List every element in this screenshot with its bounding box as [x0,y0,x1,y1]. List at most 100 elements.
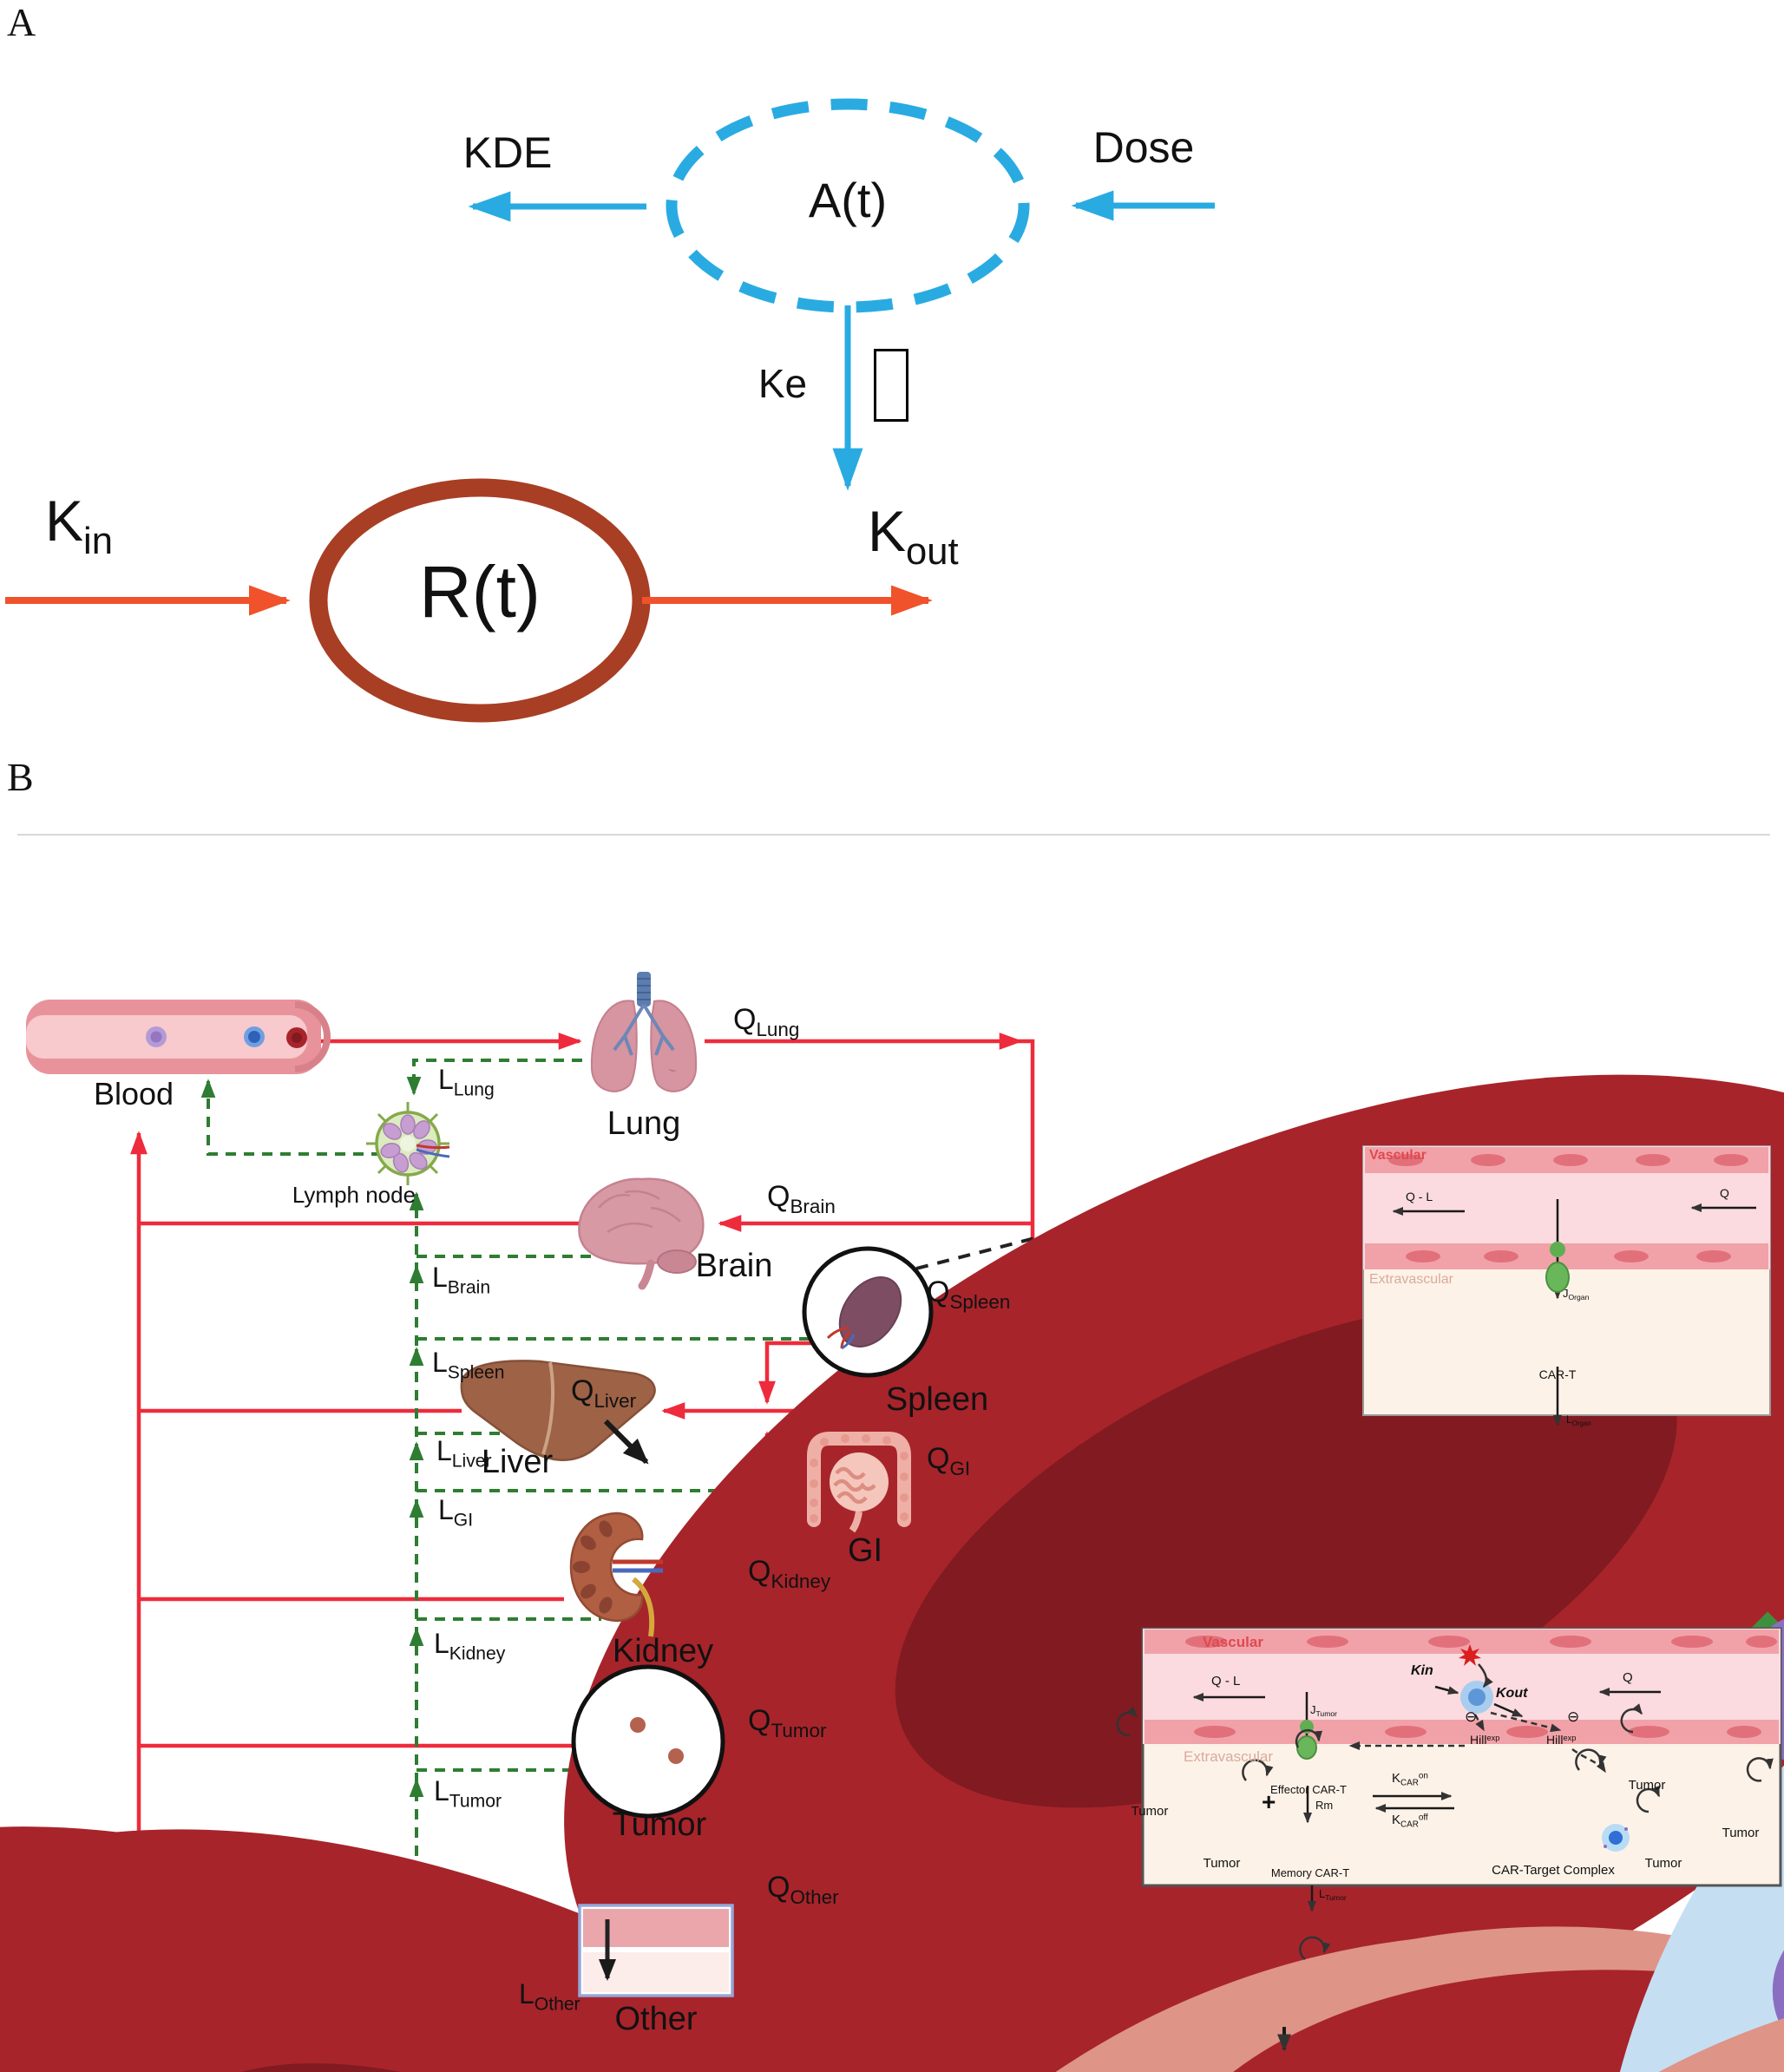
q-spleen-label: QSpleen [927,1275,1011,1313]
kin-target-cell [1460,1681,1493,1714]
lymph-node-illustration [366,1102,450,1185]
kin-arrow [1434,1685,1459,1695]
tumor-inset-extravascular-label: Extravascular [1184,1748,1273,1765]
gi-illustration [807,1432,911,1533]
tumor-inset-vascular-label: Vascular [1203,1634,1263,1650]
l-organ-label: LOrgan [1566,1413,1591,1427]
kidney-illustration [569,1511,663,1637]
spleen-outflow-line [758,1341,811,1405]
dose-label: Dose [1092,123,1195,172]
car-target-complex-label: CAR-Target Complex [1492,1863,1615,1878]
tumor-kill-sequence [1277,1936,1784,2072]
organ-inset-extravascular-label: Extravascular [1369,1272,1453,1287]
tumor-illustration [571,1664,1784,2072]
q-tumor-label: QTumor [748,1704,827,1741]
lymph-node-label: Lymph node [292,1182,416,1208]
l-lung-label: LLung [438,1064,495,1100]
self-renewal-arrow [1746,1757,1774,1782]
hill-label: Hillexp [1546,1733,1577,1747]
tumor-label: Tumor [612,1806,707,1843]
self-renewal-arrow [1242,1759,1274,1781]
l-liver-label: LLiver [436,1435,492,1472]
cytokine-star-icon [1459,1644,1481,1666]
effector-car-t-label: Effector CAR-T [1270,1783,1347,1796]
tumor-cell-label: Tumor [1203,1856,1241,1871]
kout-label: Kout [868,499,959,574]
j-tumor-label: JTumor [1310,1703,1337,1718]
lymph-to-blood-line [200,1079,382,1156]
ke-label: Ke [758,361,808,406]
liver-label: Liver [481,1444,554,1480]
q-gi-label: QGI [927,1442,971,1479]
organ-inset-q-label: Q [1720,1186,1729,1200]
l-brain-label: LBrain [432,1262,491,1298]
lung-label: Lung [607,1105,681,1142]
k-car-off-label: KCARoff [1392,1813,1428,1830]
kout-arrow [1493,1702,1524,1718]
q-other-label: QOther [767,1871,839,1908]
brain-illustration [578,1177,705,1290]
l-spleen-label: LSpleen [432,1347,505,1383]
q-liver-label: QLiver [571,1374,637,1412]
blood-label: Blood [93,1076,174,1111]
self-renewal-arrow [1299,1936,1331,1961]
r-compartment-ellipse [309,478,651,723]
panel-a-label: A [7,0,36,44]
tumor-inset [1116,1627,1784,2072]
l-lung-line [406,1059,582,1096]
other-label: Other [614,2001,698,2037]
kin-label: Kin [45,488,113,563]
a-compartment-ellipse [666,98,1030,313]
memory-car-t-label: Memory CAR-T [1270,1866,1350,1879]
self-renewal-arrow [1620,1703,1643,1734]
other-compartment [578,1904,734,1997]
transmigrating-car-t [1296,1735,1317,1760]
organ-inset [985,1145,1784,2072]
liver-illustration [460,1360,656,1461]
a-compartment-label: A(t) [808,173,888,227]
lung-illustration [590,972,698,1092]
tumor-cell-label: Tumor [1131,1804,1169,1819]
inhibit-symbol: ⊖ [1567,1708,1580,1725]
inhibit-symbol: ⊖ [1465,1708,1478,1725]
q-lung-label: QLung [733,1003,800,1040]
tumor-cell-label: Tumor [1722,1826,1760,1840]
rm-label: Rm [1315,1799,1334,1812]
brain-label: Brain [695,1248,773,1284]
blood-cells [0,860,1784,2072]
tumor-inset-q-minus-l-label: Q - L [1211,1674,1241,1688]
r-compartment-label: R(t) [419,551,541,633]
l-gi-label: LGI [438,1494,474,1531]
tumor-cell-label: Tumor [1644,1856,1682,1871]
kout-label-inset: Kout [1496,1686,1528,1701]
q-kidney-label: QKidney [748,1555,831,1592]
gi-label: GI [847,1532,883,1569]
l-tumor-label: LTumor [434,1775,502,1812]
missing-glyph-box [874,349,908,422]
panel-a-model [5,98,1215,723]
star-to-cell-arrow [1478,1663,1493,1688]
self-renewal-arrow [1116,1706,1138,1737]
tumor-inset-q-label: Q [1623,1670,1633,1685]
self-renewal-arrow [1636,1785,1661,1813]
car-t-label: CAR-T [1538,1367,1577,1381]
plus-symbol: + [1262,1788,1276,1815]
spleen-inset-connector-top [915,1152,1364,1270]
kde-label: KDE [462,128,553,177]
spleen-illustration [802,1246,934,1378]
transmigrating-car-t [1545,1262,1570,1293]
blood-vessel-illustration [0,860,1784,2072]
k-car-on-label: KCARon [1392,1771,1428,1788]
self-renewal-arrow [1295,1728,1322,1748]
l-kidney-label: LKidney [434,1628,506,1664]
tumor-cell-label: Tumor [1628,1778,1666,1793]
hill-feedback-arrows [1348,1711,1607,1774]
transmigrating-car-t [1550,1242,1565,1257]
liver-excretion-arrow [603,1419,649,1465]
panel-b-label: B [7,755,34,799]
l-other-label: LOther [519,1978,580,2015]
organ-inset-q-minus-l-label: Q - L [1406,1190,1433,1203]
j-organ-label: JOrgan [1563,1287,1590,1302]
